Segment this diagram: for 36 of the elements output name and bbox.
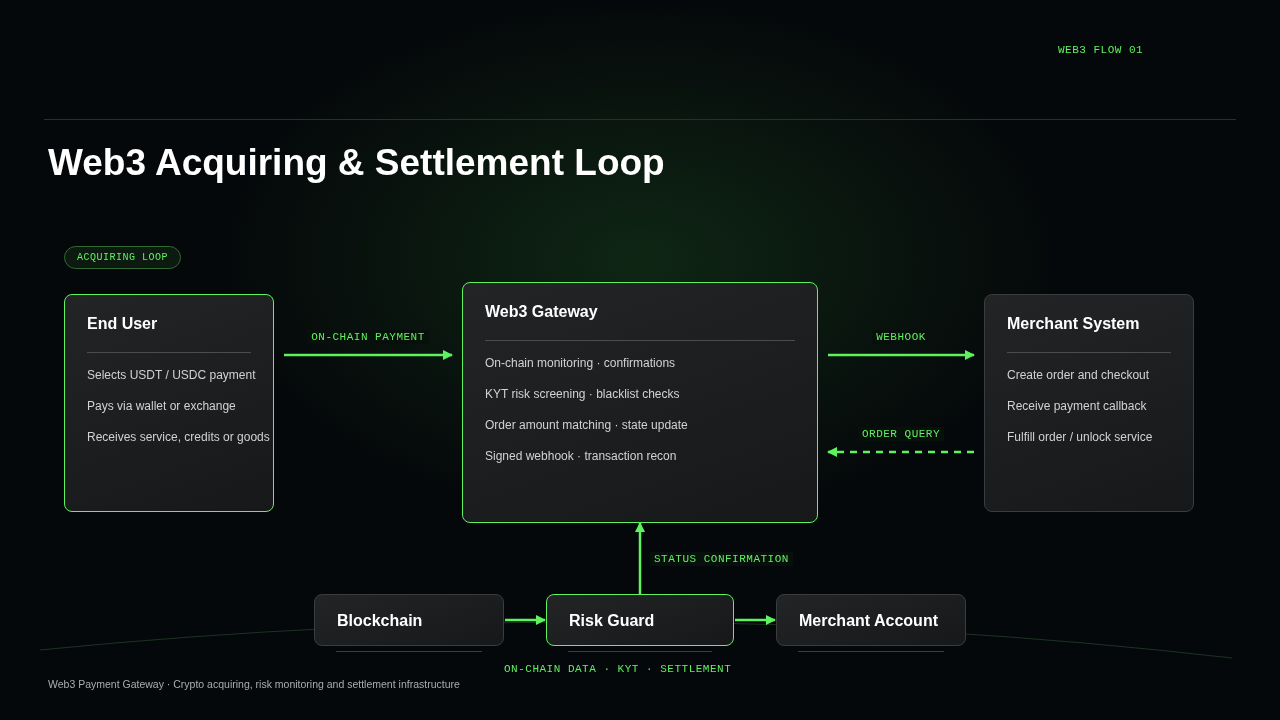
process-box xyxy=(546,594,734,646)
footer-text: Web3 Payment Gateway · Crypto acquiring, risk monitoring and settlement infrastructure xyxy=(48,678,460,690)
feature-text: Selects USDT / USDC payment xyxy=(87,368,256,382)
box-title: Merchant Account xyxy=(799,612,938,630)
feature-text: KYT risk screening · blacklist checks xyxy=(485,387,680,401)
edge-label: STATUS CONFIRMATION xyxy=(650,551,793,566)
box-title: Risk Guard xyxy=(569,612,655,630)
feature-text: Receives service, credits or goods xyxy=(87,430,270,444)
card-box xyxy=(984,294,1194,512)
footer-note: ON-CHAIN DATA · KYT · SETTLEMENT xyxy=(504,663,732,675)
process-box xyxy=(776,594,966,646)
process-box xyxy=(314,594,504,646)
arrow xyxy=(284,350,453,360)
feature-text: On-chain monitoring · confirmations xyxy=(485,356,676,370)
feature-text: Pays via wallet or exchange xyxy=(87,399,236,413)
box-title: Merchant System xyxy=(1007,315,1140,333)
feature-text: Receive payment callback xyxy=(1007,399,1147,413)
arrow xyxy=(635,522,645,594)
card-box xyxy=(64,294,274,512)
arrow xyxy=(827,447,974,457)
card-box xyxy=(462,282,818,523)
feature-text: Signed webhook · transaction recon xyxy=(485,449,677,463)
section-tag: ACQUIRING LOOP xyxy=(64,246,181,269)
feature-text: Create order and checkout xyxy=(1007,368,1150,382)
page-title: Web3 Acquiring & Settlement Loop xyxy=(48,142,665,184)
box-title: Web3 Gateway xyxy=(485,303,598,321)
box-title: End User xyxy=(87,315,158,333)
page-tag: WEB3 FLOW 01 xyxy=(1058,44,1144,56)
edge-label: ORDER QUERY xyxy=(857,427,945,441)
arrow xyxy=(828,350,975,360)
arrow xyxy=(735,615,776,625)
feature-text: Fulfill order / unlock service xyxy=(1007,430,1153,444)
arrow xyxy=(505,615,546,625)
box-title: Blockchain xyxy=(337,612,423,630)
edge-label: ON-CHAIN PAYMENT xyxy=(307,330,429,344)
feature-text: Order amount matching · state update xyxy=(485,418,688,432)
